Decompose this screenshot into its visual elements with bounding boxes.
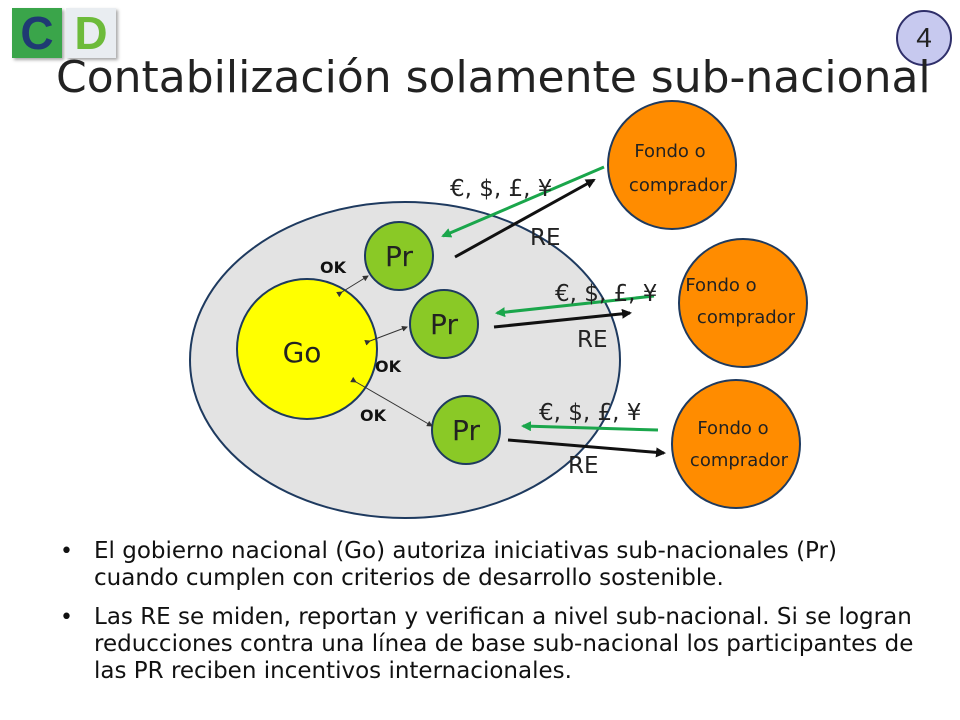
buyer-node: Fondo o comprador bbox=[678, 238, 808, 368]
buyer-node: Fondo o comprador bbox=[607, 100, 737, 230]
project-label: Pr bbox=[452, 414, 480, 447]
ok-label: OK bbox=[320, 258, 347, 277]
ok-label: OK bbox=[360, 406, 387, 425]
ok-label: OK bbox=[375, 357, 402, 376]
re-arrow bbox=[493, 308, 632, 329]
government-node: Go bbox=[236, 278, 378, 420]
slide-number-badge: 4 bbox=[896, 10, 952, 66]
logo: C D bbox=[12, 7, 116, 59]
project-label: Pr bbox=[385, 240, 413, 273]
project-node: Pr bbox=[431, 395, 501, 465]
ok-arrow bbox=[350, 376, 433, 427]
bullet-dot-icon: • bbox=[60, 605, 73, 630]
re-arrow bbox=[454, 178, 596, 259]
bullet-item: • Las RE se miden, reportan y verifican … bbox=[60, 604, 920, 685]
project-label: Pr bbox=[430, 308, 458, 341]
bullet-text: Las RE se miden, reportan y verifican a … bbox=[94, 604, 914, 684]
buyer-label-line2: comprador bbox=[629, 175, 728, 196]
money-arrow bbox=[521, 421, 659, 432]
bullet-text: El gobierno nacional (Go) autoriza inici… bbox=[94, 538, 837, 591]
re-label: RE bbox=[568, 453, 599, 479]
currency-label: €, $, £, ¥ bbox=[450, 176, 552, 202]
logo-letter-c: C bbox=[12, 7, 62, 59]
bullet-item: • El gobierno nacional (Go) autoriza ini… bbox=[60, 538, 920, 592]
buyer-node: Fondo o comprador bbox=[671, 379, 801, 509]
ok-arrow bbox=[364, 325, 408, 346]
slide-title: Contabilización solamente sub-nacional bbox=[56, 52, 931, 103]
ok-arrow bbox=[336, 275, 369, 298]
buyer-label-line1: Fondo o bbox=[685, 275, 756, 296]
re-label: RE bbox=[530, 225, 561, 251]
buyer-label-line1: Fondo o bbox=[697, 418, 768, 439]
money-arrow bbox=[495, 294, 655, 318]
buyer-label-line2: comprador bbox=[697, 307, 796, 328]
logo-letter-d: D bbox=[66, 7, 116, 59]
bullet-list: • El gobierno nacional (Go) autoriza ini… bbox=[60, 538, 920, 697]
bullet-dot-icon: • bbox=[60, 539, 73, 564]
currency-label: €, $, £, ¥ bbox=[555, 281, 657, 307]
project-node: Pr bbox=[364, 221, 434, 291]
government-label: Go bbox=[283, 336, 322, 369]
buyer-label-line2: comprador bbox=[690, 450, 789, 471]
money-arrow bbox=[441, 165, 605, 238]
re-arrow bbox=[507, 438, 666, 458]
project-node: Pr bbox=[409, 289, 479, 359]
buyer-label-line1: Fondo o bbox=[634, 141, 705, 162]
re-label: RE bbox=[577, 327, 608, 353]
currency-label: €, $, £, ¥ bbox=[539, 400, 641, 426]
